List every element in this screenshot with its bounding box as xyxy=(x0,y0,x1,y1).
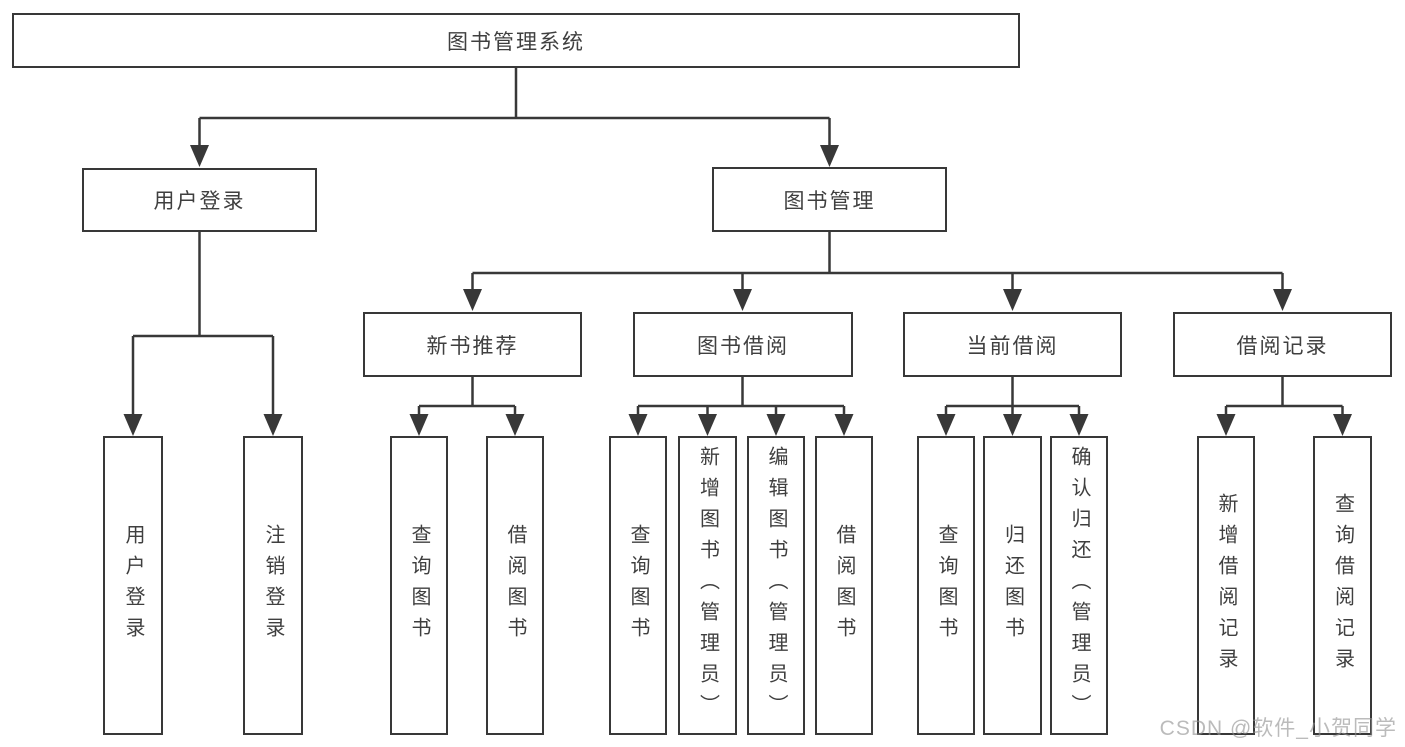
node-current-borrowing: 当前借阅 xyxy=(903,312,1122,377)
node-leaf-return-book: 归还图书 xyxy=(983,436,1042,735)
node-label: 图书管理系统 xyxy=(447,30,585,54)
node-label: 用户登录 xyxy=(153,190,246,213)
node-label: 查询图书 xyxy=(408,523,430,648)
node-leaf-edit-book-admin: 编辑图书（管理员） xyxy=(747,436,805,735)
node-label: 新增图书（管理员） xyxy=(696,446,719,725)
node-book-management-module: 图书管理 xyxy=(712,167,947,232)
csdn-watermark: CSDN @软件_小贺同学 xyxy=(1159,717,1397,740)
node-label: 查询图书 xyxy=(935,523,957,648)
node-label: 查询借阅记录 xyxy=(1331,492,1354,679)
node-label: 归还图书 xyxy=(1001,523,1024,648)
node-label: 编辑图书（管理员） xyxy=(765,446,787,725)
node-label: 借阅图书 xyxy=(504,523,526,648)
node-leaf-query-books-recommend: 查询图书 xyxy=(390,436,448,735)
node-root-library-system: 图书管理系统 xyxy=(12,13,1020,68)
node-new-book-recommend: 新书推荐 xyxy=(363,312,582,377)
node-label: 图书管理 xyxy=(783,189,876,213)
node-leaf-query-books-borrow: 查询图书 xyxy=(609,436,667,735)
node-user-login-module: 用户登录 xyxy=(82,168,317,232)
node-label: 确认归还（管理员） xyxy=(1068,446,1090,725)
node-label: 当前借阅 xyxy=(966,334,1059,358)
node-label: 借阅记录 xyxy=(1236,334,1329,358)
node-label: 注销登录 xyxy=(262,523,284,648)
node-leaf-query-books-current: 查询图书 xyxy=(917,436,975,735)
node-label: 新增借阅记录 xyxy=(1215,492,1237,679)
connector-path xyxy=(131,68,1344,416)
node-book-borrowing: 图书借阅 xyxy=(633,312,853,377)
node-leaf-borrow-books-recommend: 借阅图书 xyxy=(486,436,544,735)
node-label: 借阅图书 xyxy=(833,523,855,648)
node-label: 用户登录 xyxy=(122,523,144,648)
node-label: 新书推荐 xyxy=(426,334,519,358)
node-leaf-query-borrow-record: 查询借阅记录 xyxy=(1313,436,1372,735)
node-label: 图书借阅 xyxy=(697,334,789,358)
node-leaf-borrow-books: 借阅图书 xyxy=(815,436,873,735)
node-leaf-add-borrow-record: 新增借阅记录 xyxy=(1197,436,1255,735)
arrowheads xyxy=(123,145,1352,436)
node-leaf-logout: 注销登录 xyxy=(243,436,303,735)
node-leaf-add-book-admin: 新增图书（管理员） xyxy=(678,436,737,735)
node-leaf-user-login: 用户登录 xyxy=(103,436,163,735)
node-leaf-confirm-return-admin: 确认归还（管理员） xyxy=(1050,436,1108,735)
node-borrowing-records: 借阅记录 xyxy=(1173,312,1392,377)
node-label: 查询图书 xyxy=(627,523,649,648)
